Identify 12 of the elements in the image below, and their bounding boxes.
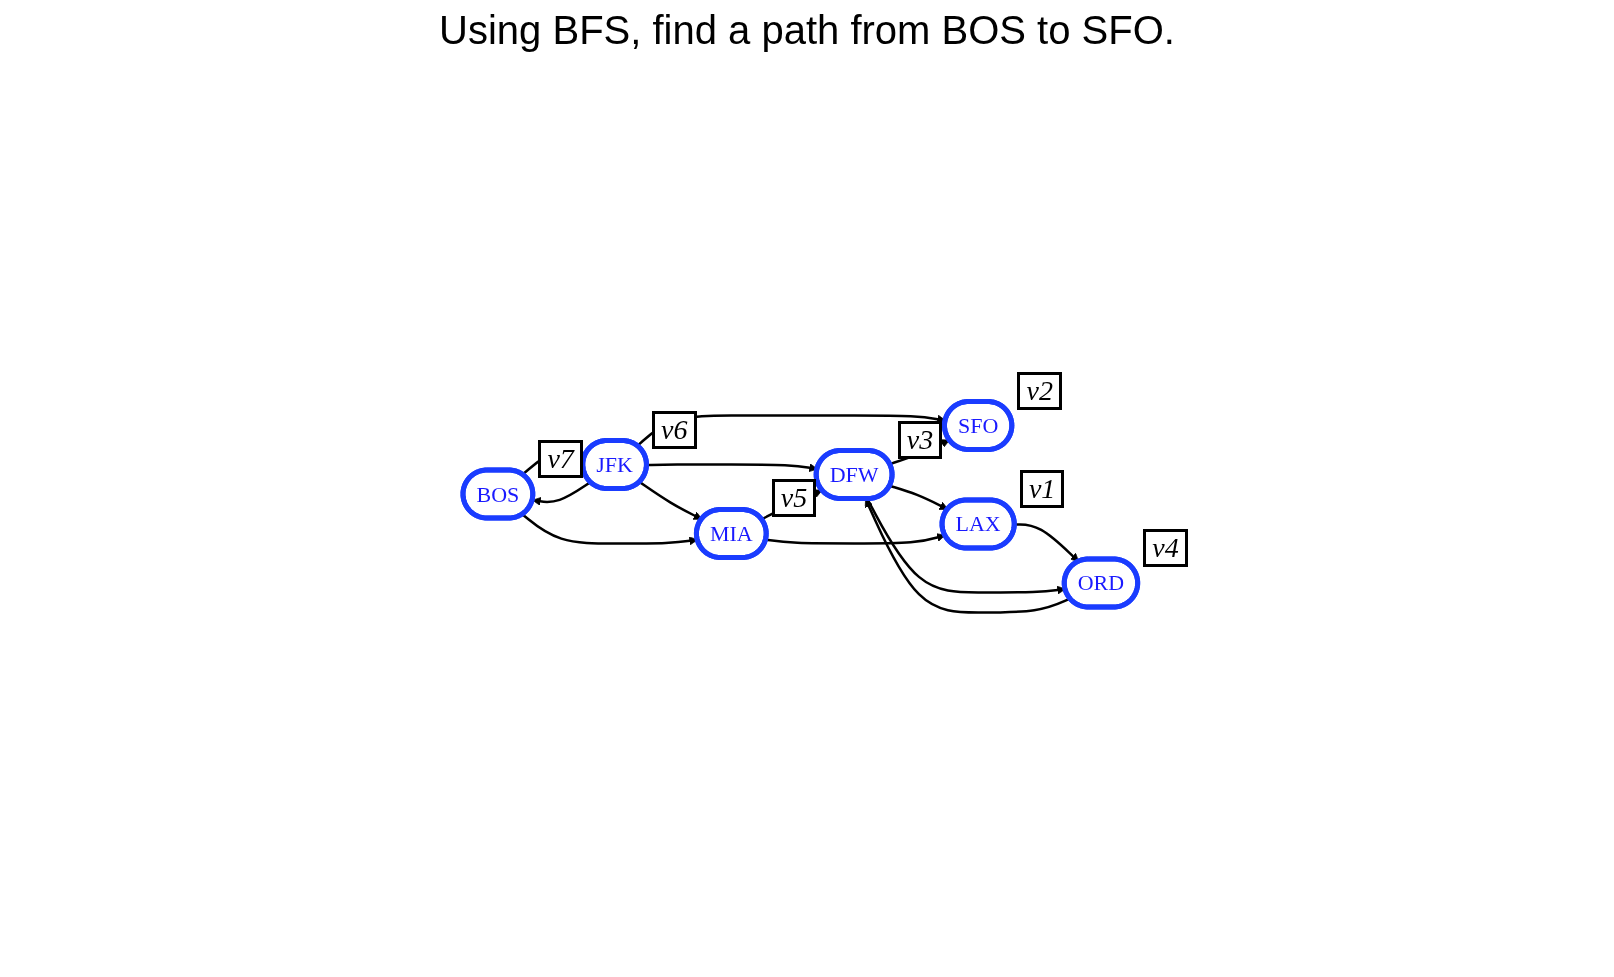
- arrow: [864, 498, 1071, 614]
- title: Using BFS, find a path from BOS to SFO.: [438, 8, 1176, 53]
- arrow: [889, 484, 948, 510]
- arrow: [638, 481, 702, 520]
- vertex-label: v1: [1019, 470, 1065, 508]
- vertex-label: v2: [1017, 371, 1062, 410]
- vertex-label: v7: [538, 440, 583, 478]
- arrow: [1014, 523, 1079, 563]
- vertex-label: v4: [1143, 529, 1188, 567]
- vertex-label: v6: [652, 410, 697, 449]
- vertex-label: v3: [897, 420, 943, 459]
- vertex-label: v5: [771, 479, 817, 518]
